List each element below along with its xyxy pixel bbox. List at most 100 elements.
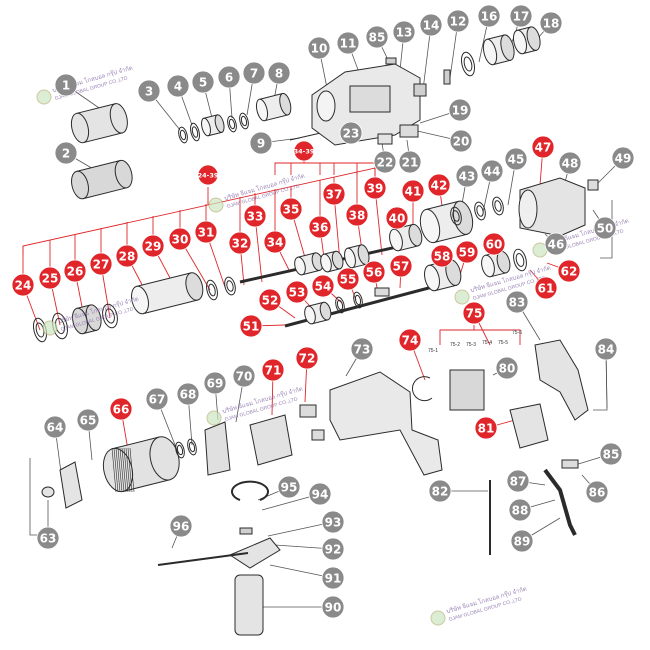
callout-badge [455,164,479,188]
callout-81: 81 [474,416,498,440]
callout-66: 66 [109,397,133,421]
callout-label: 2 [62,147,70,161]
callout-label: 19 [452,104,469,118]
callout-54: 54 [311,274,335,298]
callout-badge [321,566,345,590]
callout-93: 93 [321,510,345,534]
callout-57: 57 [389,254,413,278]
callout-badge [168,227,192,251]
callout-badge [137,79,161,103]
callout-88: 88 [508,498,532,522]
callout-badge [145,387,169,411]
callout-label: 46 [548,238,565,252]
callout-badge [36,526,60,550]
callout-14: 14 [419,13,443,37]
callout-33: 33 [243,204,267,228]
callout-6: 6 [217,65,241,89]
callout-24-39: 24-39 [197,164,219,186]
callout-94: 94 [308,482,332,506]
callout-37: 37 [322,182,346,206]
callout-label: 72 [299,352,316,366]
callout-badge [510,529,534,553]
callout-label: 47 [535,141,552,155]
callout-label: 13 [396,26,413,40]
callout-badge [176,382,200,406]
callout-badge [558,151,582,175]
callout-label: 20 [453,135,470,149]
callout-label: 92 [325,543,342,557]
callout-label: 41 [405,185,422,199]
callout-59: 59 [455,240,479,264]
callout-43: 43 [455,164,479,188]
callout-label: 34 [267,236,284,250]
callout-badge [43,415,67,439]
callout-40: 40 [385,206,409,230]
callout-label: 58 [434,250,451,264]
callout-label: 95 [281,481,298,495]
callout-82: 82 [428,479,452,503]
callout-24: 24 [11,273,35,297]
callout-44: 44 [480,159,504,183]
callout-badge [373,150,397,174]
callout-label: 33 [247,210,264,224]
callout-label: 18 [543,17,560,31]
callout-label: 43 [459,170,476,184]
callout-label: 36 [312,221,329,235]
callout-13: 13 [392,20,416,44]
callout-badge [109,397,133,421]
callout-badge [258,288,282,312]
callout-16: 16 [477,4,501,28]
callout-label: 73 [354,343,371,357]
callout-badge [54,73,78,97]
callout-label: 1 [62,79,70,93]
callout-badge [557,259,581,283]
callout-label: 68 [180,388,197,402]
callout-label: 39 [367,182,384,196]
sub-label-75-4: 75-4 [482,340,492,346]
callout-20: 20 [449,129,473,153]
callout-badge [63,259,87,283]
callout-label: 57 [393,260,410,274]
part-drawings [32,26,599,636]
callout-73: 73 [350,337,374,361]
callout-label: 85 [603,448,620,462]
callout-badge [321,595,345,619]
callout-badge [336,267,360,291]
callout-42: 42 [427,173,451,197]
callout-22: 22 [373,150,397,174]
callout-85: 85 [599,442,623,466]
sub-label-75-5: 75-5 [498,340,508,346]
callout-1: 1 [54,73,78,97]
callout-84: 84 [594,337,618,361]
callout-26: 26 [63,259,87,283]
callout-label: 56 [366,266,383,280]
callout-17: 17 [509,4,533,28]
callout-90: 90 [321,595,345,619]
callout-56: 56 [362,260,386,284]
callout-10: 10 [307,36,331,60]
callout-label: 86 [589,486,606,500]
callout-label: 62 [561,265,578,279]
callout-label: 7 [250,67,258,81]
callout-label: 29 [145,240,162,254]
callout-label: 80 [499,362,516,376]
callout-badge [166,74,190,98]
callout-badge [194,220,218,244]
callout-62: 62 [557,259,581,283]
callout-label: 48 [562,157,579,171]
callout-badge [428,479,452,503]
callout-39: 39 [363,176,387,200]
callout-label: 91 [325,572,342,586]
callout-badge [336,31,360,55]
callout-21: 21 [398,150,422,174]
callout-label: 74 [402,334,419,348]
callout-label: 23 [343,127,360,141]
sub-label-75-3: 75-3 [466,342,476,348]
callout-badge [430,244,454,268]
callout-badge [505,290,529,314]
callout-label: 21 [402,156,419,170]
callout-badge [508,498,532,522]
